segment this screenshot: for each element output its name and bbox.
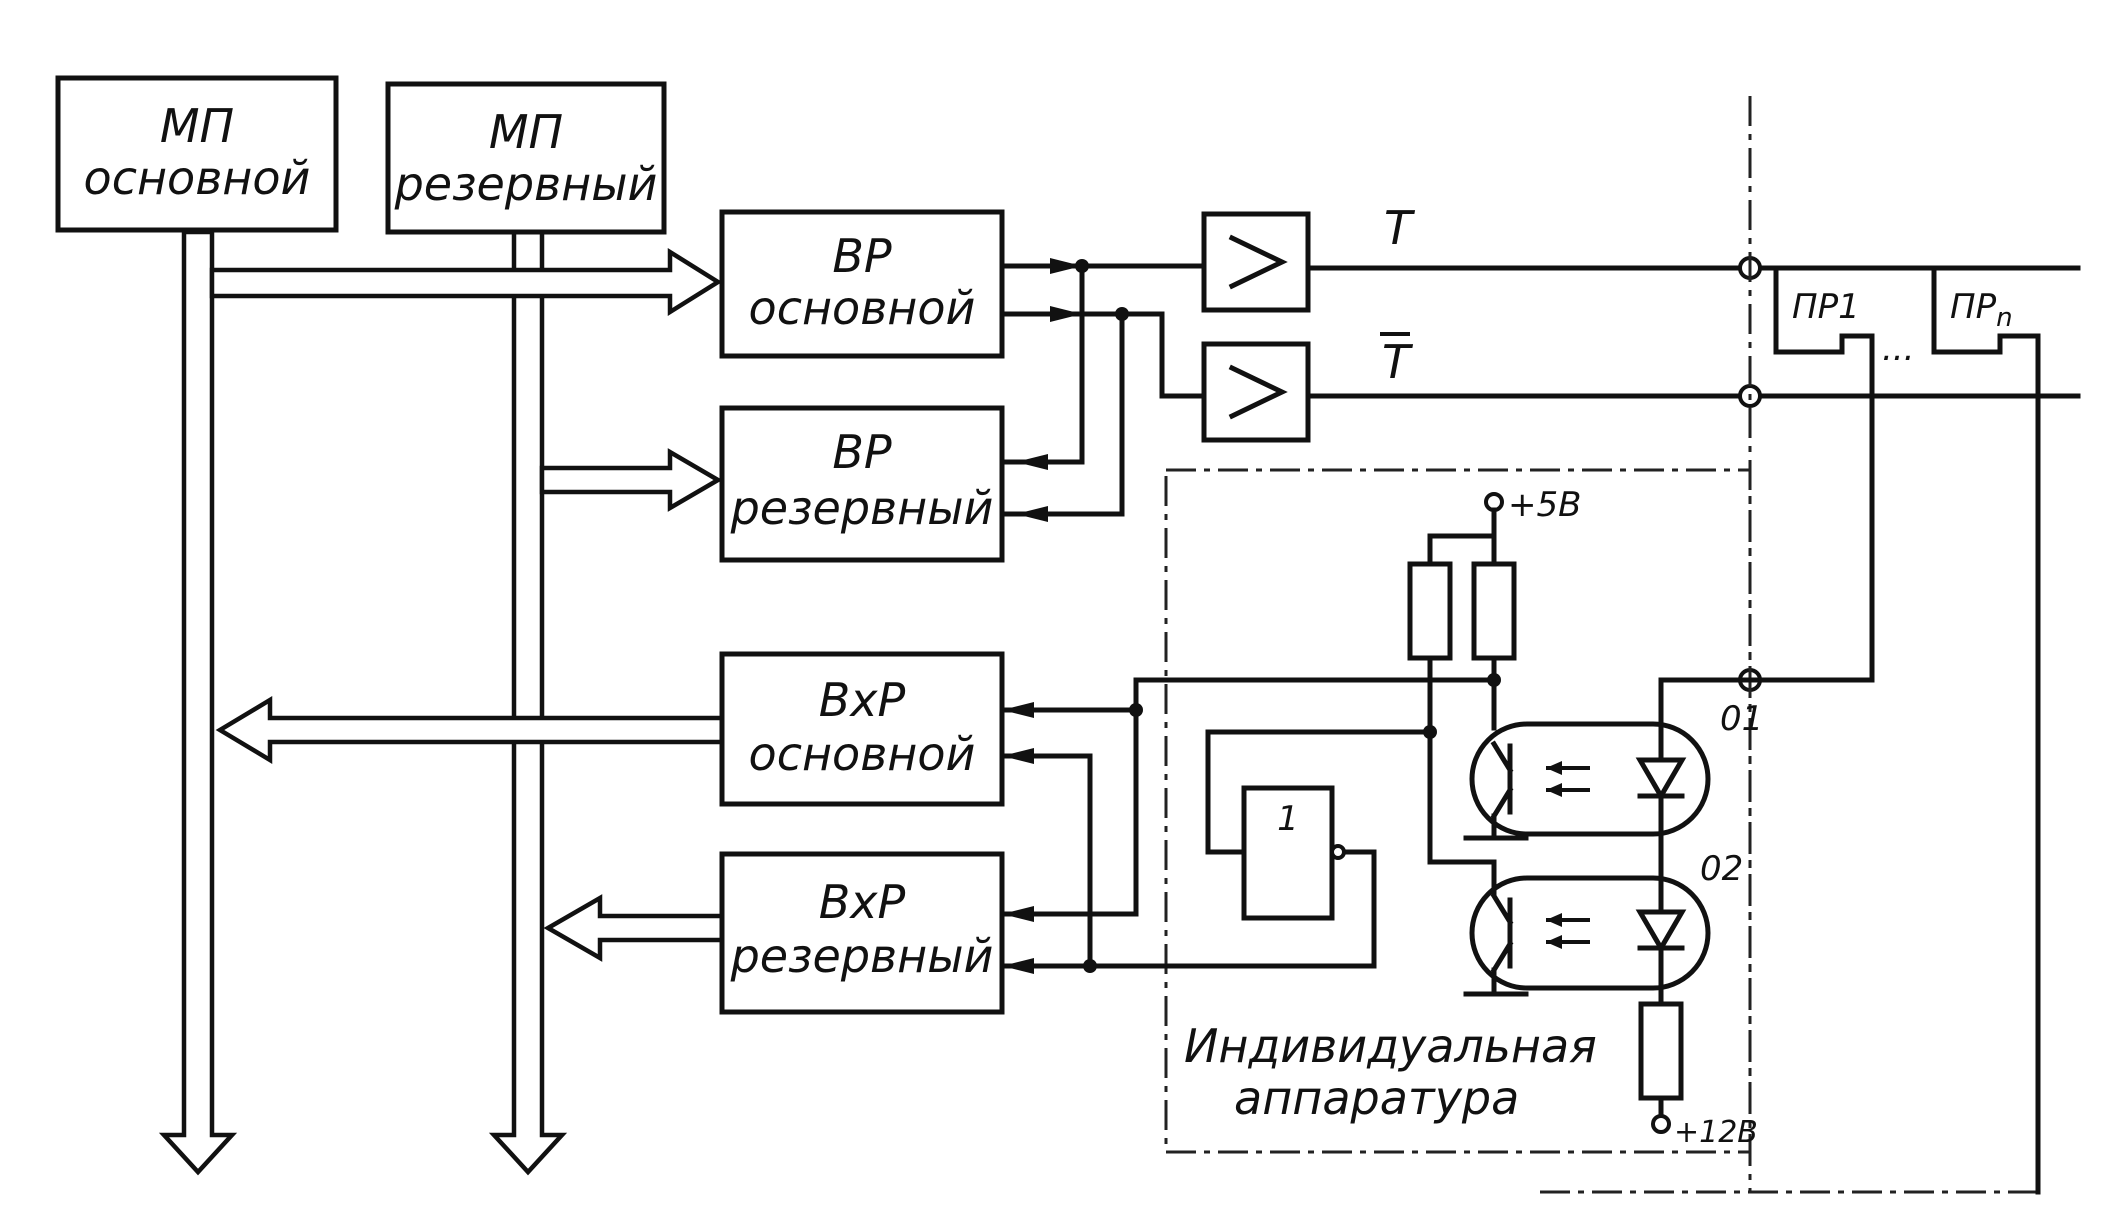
supply-5v-label: +5В bbox=[1508, 485, 1581, 525]
bus-arrow-from-vxr-reserve bbox=[543, 894, 725, 962]
block-vxr-reserve-line1: ВхР bbox=[819, 875, 906, 929]
block-mp-main-line2: основной bbox=[84, 151, 311, 205]
individual-equipment-region: Индивидуальная аппаратура bbox=[1164, 468, 1752, 1154]
bus-arrow-to-vr-main bbox=[209, 247, 723, 317]
block-mp-reserve-line1: МП bbox=[489, 105, 563, 159]
block-vxr-reserve-line2: резервный bbox=[730, 929, 994, 983]
optocoupler-01: 01 bbox=[1469, 699, 1763, 837]
line-t-bar-label: T bbox=[1382, 335, 1414, 389]
inverter: 1 bbox=[1205, 725, 1437, 921]
block-mp-reserve: МП резервный bbox=[385, 81, 667, 235]
block-vr-main: ВР основной bbox=[719, 209, 1005, 359]
supply-12v-label: +12В bbox=[1674, 1115, 1758, 1150]
block-vxr-main-line2: основной bbox=[749, 727, 976, 781]
supply-12v: +12В bbox=[1651, 1114, 1758, 1150]
optocoupler-02: 02 bbox=[1469, 849, 1743, 991]
block-mp-reserve-line2: резервный bbox=[394, 157, 658, 211]
prn-relay: ПРn bbox=[1931, 265, 2041, 1195]
bus-mp-reserve bbox=[488, 229, 568, 1176]
line-t-bar: T bbox=[1305, 332, 2081, 399]
resistor-r1 bbox=[1407, 561, 1453, 855]
pr1-label: ПР1 bbox=[1792, 287, 1860, 327]
pr1-relay: ПР1 bbox=[1747, 265, 1875, 683]
block-vxr-main: ВхР основной bbox=[719, 651, 1005, 807]
line-t-label: T bbox=[1384, 201, 1416, 255]
pr-ellipsis: ... bbox=[1882, 329, 1914, 369]
block-vr-main-line2: основной bbox=[749, 281, 976, 335]
opto2-label: 02 bbox=[1700, 849, 1743, 889]
block-vr-main-line1: ВР bbox=[832, 229, 892, 283]
block-vr-reserve: ВР резервный bbox=[719, 405, 1005, 563]
bus-arrow-from-vxr-main bbox=[215, 696, 725, 764]
region-label-line1: Индивидуальная bbox=[1184, 1019, 1597, 1073]
block-vxr-main-line1: ВхР bbox=[819, 673, 906, 727]
diode-column-wiring bbox=[1658, 677, 1753, 1007]
region-label-line2: аппаратура bbox=[1234, 1071, 1519, 1125]
block-mp-main-line1: МП bbox=[160, 99, 234, 153]
bus-mp-main bbox=[158, 229, 238, 1176]
driver-t bbox=[1201, 211, 1311, 313]
inverter-label: 1 bbox=[1277, 799, 1299, 839]
collector-02-wire bbox=[1427, 849, 1497, 897]
line-t: T bbox=[1305, 201, 2081, 271]
vxr-input-wiring bbox=[999, 673, 1501, 974]
resistor-r2 bbox=[1471, 561, 1517, 731]
block-mp-main: МП основной bbox=[55, 75, 339, 233]
block-vr-reserve-line1: ВР bbox=[832, 425, 892, 479]
vr-output-wiring bbox=[999, 258, 1205, 522]
bus-arrow-to-vr-reserve bbox=[539, 448, 723, 512]
block-vxr-reserve: ВхР резервный bbox=[719, 851, 1005, 1015]
supply-5v: +5В bbox=[1427, 485, 1581, 567]
prn-label: ПРn bbox=[1950, 287, 2013, 333]
resistor-r3 bbox=[1638, 1001, 1684, 1119]
driver-t-bar bbox=[1201, 341, 1311, 443]
opto1-label: 01 bbox=[1720, 699, 1763, 739]
block-vr-reserve-line2: резервный bbox=[730, 481, 994, 535]
